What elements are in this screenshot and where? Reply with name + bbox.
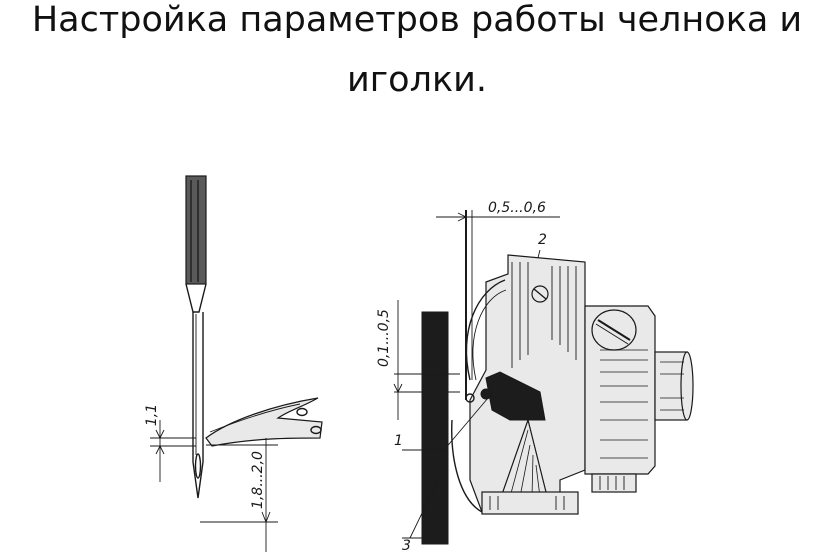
dimension-label-1-8-2-0: 1,8...2,0 <box>250 451 266 509</box>
callout-1: 1 <box>394 433 403 449</box>
callout-3: 3 <box>402 538 411 554</box>
needle-taper <box>185 283 207 313</box>
page-title-line-2: иголки. <box>347 60 487 100</box>
dimension-label-1-1: 1,1 <box>144 404 160 426</box>
page-title-line-1: Настройка параметров работы челнока и <box>31 0 803 40</box>
hook-point <box>205 397 323 447</box>
needle-eye <box>194 453 202 479</box>
callout-2: 2 <box>538 232 547 248</box>
dimension-label-top: 0,5...0,6 <box>488 200 546 216</box>
shuttle-hook-diagram: 0,5...0,6 2 0,1...0,5 <box>376 200 694 554</box>
needle-plate <box>421 311 449 545</box>
needle-shank <box>185 175 207 285</box>
hook-shaft <box>654 351 688 421</box>
dimension-label-side: 0,1...0,5 <box>376 309 392 367</box>
needle-blade <box>192 312 204 499</box>
needle-diagram: 1,1 1,8...2,0 <box>144 175 323 552</box>
hook-cylinder <box>584 305 656 475</box>
